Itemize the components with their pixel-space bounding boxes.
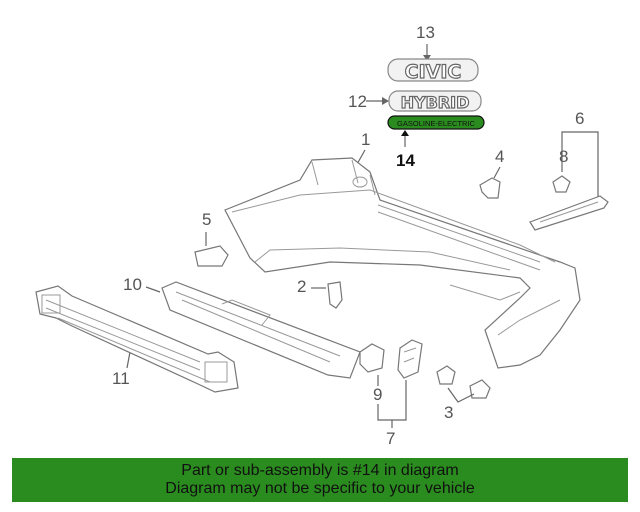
bolt-2[interactable] [327,281,343,309]
retainer-9[interactable] [359,343,385,373]
callout-6[interactable]: 6 [575,109,584,128]
leader-3 [447,387,475,403]
callout-11[interactable]: 11 [112,369,130,388]
side-reflector[interactable] [529,195,609,231]
leader-6 [561,131,599,198]
leader-11 [126,351,131,369]
leader-10 [145,286,161,293]
callout-10[interactable]: 10 [123,275,142,294]
svg-text:HYBRID: HYBRID [401,93,470,112]
callout-2[interactable]: 2 [297,277,306,296]
leader-13-arrow [423,55,431,61]
callout-9[interactable]: 9 [373,385,382,404]
callout-12[interactable]: 12 [348,92,367,111]
callout-7[interactable]: 7 [386,429,395,448]
bumper-cover[interactable] [224,157,581,369]
svg-text:GASOLINE-ELECTRIC: GASOLINE-ELECTRIC [397,119,476,128]
notice-line-1: Part or sub-assembly is #14 in diagram [181,462,459,479]
reinforcement-beam[interactable] [35,285,239,393]
callout-13[interactable]: 13 [416,23,435,42]
leader-14-arrow [401,130,409,136]
clip-8[interactable] [552,175,571,193]
gasoline-electric-emblem[interactable]: GASOLINE-ELECTRIC [387,115,485,130]
absorber-10[interactable] [161,281,361,379]
svg-text:CIVIC: CIVIC [405,61,462,83]
fastener-set-3[interactable] [436,365,491,399]
leader-12-arrow [382,97,389,105]
bracket-7[interactable] [397,339,423,379]
callout-1[interactable]: 1 [361,130,370,149]
bracket-5[interactable] [194,245,229,267]
callout-14[interactable]: 14 [396,151,415,170]
notice-banner: Part or sub-assembly is #14 in diagram D… [12,458,628,502]
hybrid-emblem[interactable]: HYBRID [388,90,482,113]
leader-4 [493,166,501,179]
callout-3[interactable]: 3 [444,403,453,422]
callout-5[interactable]: 5 [202,210,211,229]
civic-emblem[interactable]: CIVIC [387,58,479,84]
callout-4[interactable]: 4 [495,147,504,166]
parts-diagram: 13 CIVIC 12 HYBRID GASOLINE-ELECTRIC 14 … [35,23,609,448]
notice-line-2: Diagram may not be specific to your vehi… [165,480,475,497]
clip-4[interactable] [479,177,501,199]
callout-8[interactable]: 8 [559,147,568,166]
